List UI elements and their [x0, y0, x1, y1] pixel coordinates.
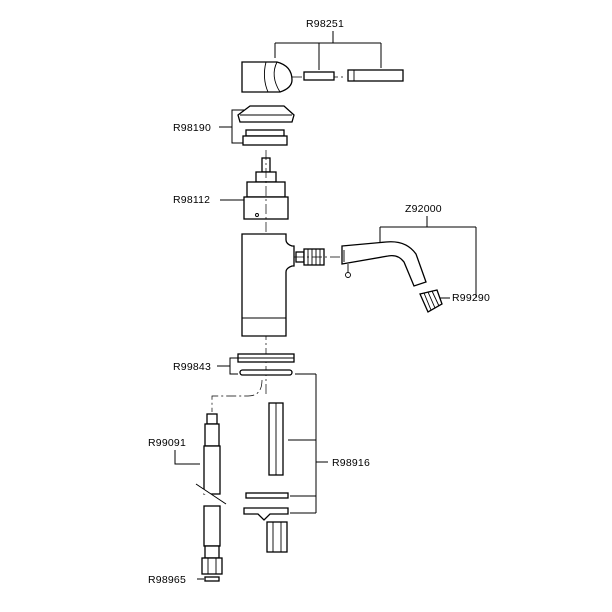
- faucet-body-part: [241, 233, 295, 337]
- label-r98965[interactable]: R98965: [148, 574, 186, 586]
- flexible-hose-part: [194, 413, 228, 575]
- label-r99843[interactable]: R99843: [173, 361, 211, 373]
- lever-handle-part: [241, 61, 293, 93]
- label-r99091[interactable]: R99091: [148, 437, 186, 449]
- fixing-plate-part: [243, 507, 289, 521]
- label-r98190[interactable]: R98190: [173, 122, 211, 134]
- seal-washer-part: [204, 576, 220, 582]
- label-r98112[interactable]: R98112: [173, 194, 210, 206]
- label-r99290[interactable]: R99290: [452, 292, 490, 304]
- threaded-rod-part: [268, 402, 284, 476]
- short-pin-part: [303, 71, 335, 81]
- leader-r98916: [288, 373, 328, 514]
- base-ring-part: [237, 353, 295, 363]
- spout-part: [341, 241, 427, 287]
- leader-r98251: [274, 31, 382, 70]
- label-r98916[interactable]: R98916: [332, 457, 370, 469]
- cap-ring-part: [242, 129, 288, 146]
- hose-path-line: [211, 379, 263, 412]
- cap-top-part: [237, 105, 295, 123]
- o-ring-part: [239, 369, 293, 376]
- label-z92000[interactable]: Z92000: [405, 203, 442, 215]
- leader-r98190: [219, 109, 244, 144]
- label-r98251[interactable]: R98251: [306, 18, 344, 30]
- leader-r99091: [174, 450, 200, 465]
- fixing-nut-part: [266, 521, 288, 553]
- leader-r99843: [217, 357, 238, 375]
- aerator-part: [419, 289, 443, 313]
- long-pin-part: [347, 69, 404, 82]
- leader-z92000: [379, 216, 477, 298]
- washer-part: [245, 492, 289, 499]
